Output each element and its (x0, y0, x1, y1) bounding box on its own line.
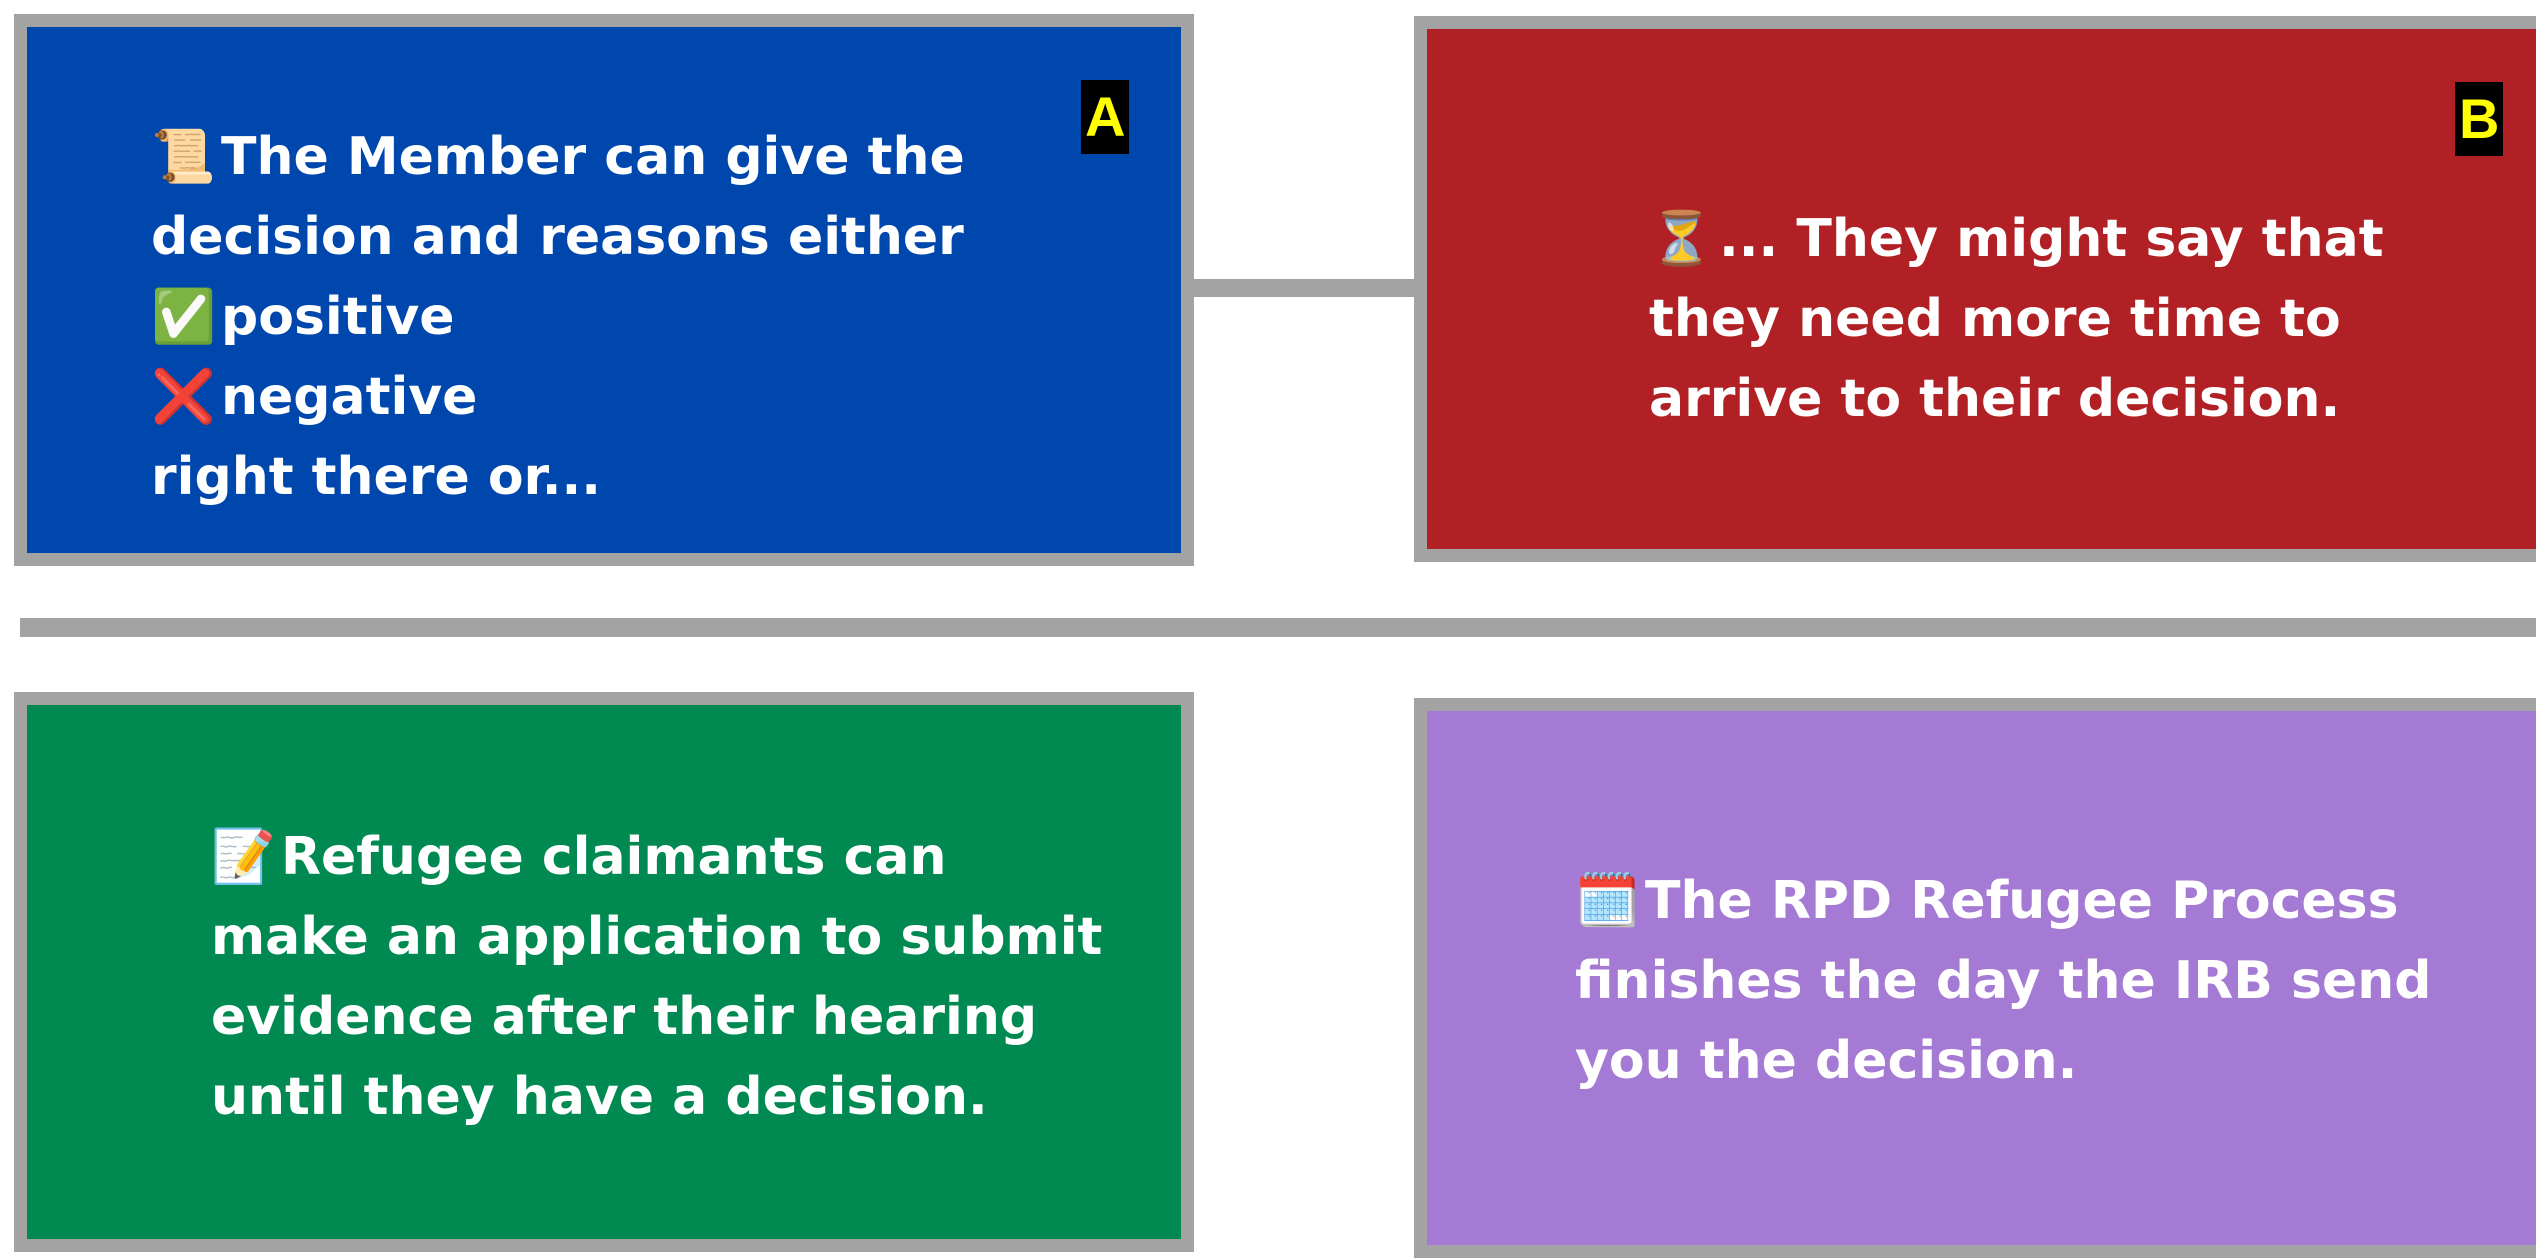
check-mark-icon: ✅ (151, 287, 216, 347)
card-d-line-2: finishes the day the IRB send (1575, 951, 2432, 1011)
card-a-decision-options: A 📜The Member can give the decision and … (14, 14, 1194, 566)
negative-label: negative (221, 367, 478, 427)
card-c-line-1: Refugee claimants can (281, 827, 947, 887)
card-d-line-3: you the decision. (1575, 1031, 2078, 1091)
card-d-process-finishes: 🗓️The RPD Refugee Process finishes the d… (1414, 698, 2536, 1258)
card-a-line-1: The Member can give the (221, 127, 965, 187)
calendar-icon: 🗓️ (1575, 871, 1640, 931)
memo-icon: 📝 (211, 827, 276, 887)
connector-a-b (1194, 279, 1414, 297)
card-c-submit-evidence: 📝Refugee claimants can make an applicati… (14, 692, 1194, 1252)
card-c-line-3: evidence after their hearing (211, 987, 1038, 1047)
section-divider (20, 618, 2536, 637)
card-b-text: ⏳... They might say that they need more … (1649, 199, 2384, 439)
card-d-text: 🗓️The RPD Refugee Process finishes the d… (1575, 861, 2431, 1101)
scroll-icon: 📜 (151, 127, 216, 187)
card-a-line-5: right there or... (151, 447, 602, 507)
card-b-line-1: ... They might say that (1719, 209, 2384, 269)
positive-label: positive (221, 287, 455, 347)
card-a-text: 📜The Member can give the decision and re… (151, 117, 965, 517)
cross-mark-icon: ❌ (151, 367, 216, 427)
card-b-more-time: B ⏳... They might say that they need mor… (1414, 16, 2536, 562)
card-c-line-4: until they have a decision. (211, 1067, 988, 1127)
badge-b: B (2455, 82, 2503, 156)
card-c-line-2: make an application to submit (211, 907, 1103, 967)
card-c-text: 📝Refugee claimants can make an applicati… (211, 817, 1102, 1137)
card-d-line-1: The RPD Refugee Process (1645, 871, 2399, 931)
card-a-line-2: decision and reasons either (151, 207, 964, 267)
card-b-line-3: arrive to their decision. (1649, 369, 2341, 429)
badge-a: A (1081, 80, 1129, 154)
hourglass-icon: ⏳ (1649, 209, 1714, 269)
card-b-line-2: they need more time to (1649, 289, 2341, 349)
